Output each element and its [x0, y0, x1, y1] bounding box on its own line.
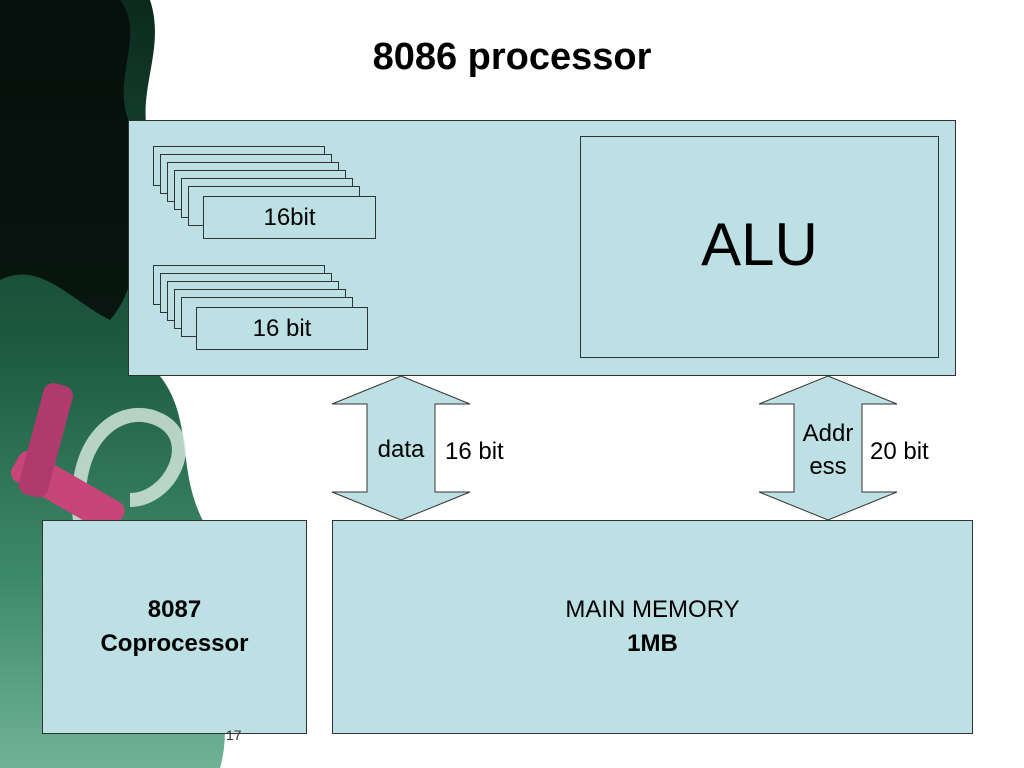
register-card-front: 16 bit — [196, 307, 368, 350]
data-bus-label: data — [377, 436, 425, 463]
coprocessor-box: 8087 Coprocessor — [42, 520, 307, 734]
alu-box: ALU — [580, 136, 939, 358]
page-number: 17 — [226, 727, 242, 743]
chalk-stick-icon — [11, 383, 125, 533]
data-bus-width: 16 bit — [445, 438, 504, 465]
chalk-swirl — [71, 408, 186, 521]
memory-line2: 1MB — [627, 630, 678, 657]
address-label-line1: Addr — [802, 420, 854, 447]
address-label-line2: ess — [809, 453, 847, 480]
coprocessor-line2: Coprocessor — [100, 630, 249, 657]
register-card-front: 16bit — [203, 196, 376, 239]
register-group-1-label: 16bit — [263, 203, 316, 231]
dark-brush-shape — [0, 0, 140, 320]
page-title: 8086 processor — [372, 36, 652, 78]
register-group-2-label: 16 bit — [252, 314, 312, 342]
alu-label: ALU — [701, 210, 818, 278]
address-bus-width: 20 bit — [870, 438, 929, 465]
coprocessor-line1: 8087 — [147, 596, 202, 623]
address-bus-label: Addr ess — [788, 417, 868, 483]
memory-line1: MAIN MEMORY — [565, 596, 740, 623]
main-memory-box: MAIN MEMORY 1MB — [332, 520, 973, 734]
